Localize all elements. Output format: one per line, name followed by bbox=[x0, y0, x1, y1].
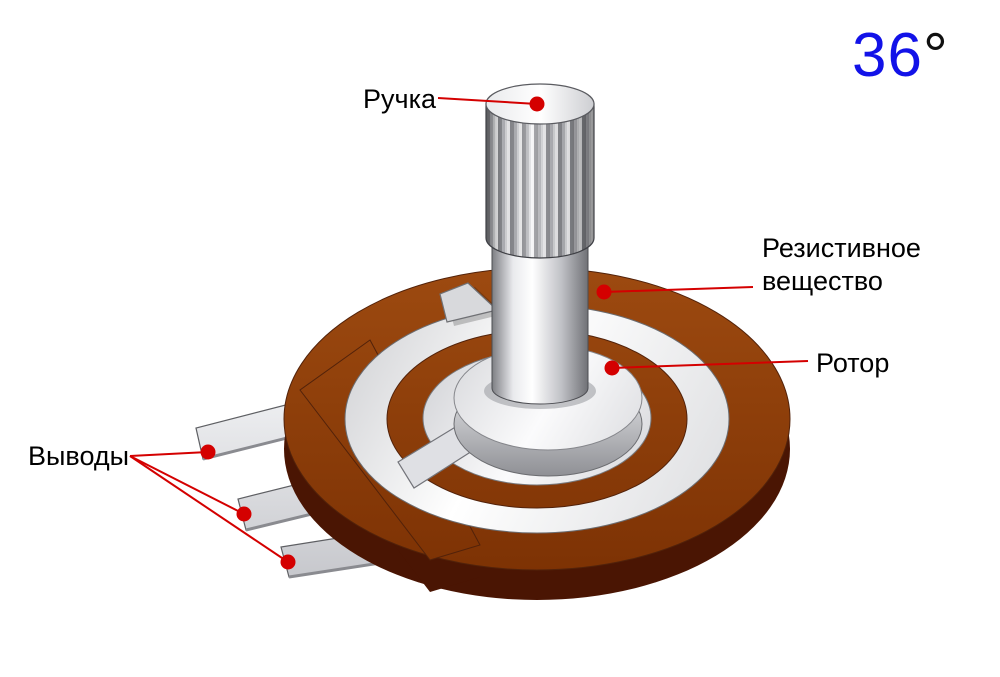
rotor-callout-line bbox=[611, 360, 809, 369]
knob-callout-dot bbox=[529, 96, 545, 112]
resistive-callout-line bbox=[603, 286, 754, 293]
terminals-callout-dot-3 bbox=[280, 554, 296, 570]
resistive-callout-dot bbox=[596, 284, 612, 300]
label-rotor: Ротор bbox=[816, 348, 890, 378]
terminals-callout-line-2 bbox=[129, 455, 245, 515]
terminals-callout-line-1 bbox=[129, 451, 209, 457]
label-knob: Ручка bbox=[363, 84, 436, 114]
label-resistive-substance: Резистивное вещество bbox=[762, 233, 921, 297]
terminals-callout-dot-2 bbox=[236, 506, 252, 522]
knob bbox=[485, 83, 595, 259]
callouts bbox=[129, 96, 809, 570]
terminals-callout-dot-1 bbox=[200, 444, 216, 460]
track-contact-tab bbox=[439, 282, 499, 323]
angle-readout: 36° bbox=[852, 20, 949, 91]
rotor-callout-dot bbox=[604, 360, 620, 376]
label-terminals: Выводы bbox=[28, 441, 130, 471]
knob-callout-line bbox=[437, 97, 538, 105]
terminals-callout-line-3 bbox=[129, 455, 289, 563]
knob-body-shading bbox=[485, 103, 595, 259]
angle-value: 36 bbox=[852, 21, 923, 90]
shaft bbox=[491, 239, 589, 405]
degree-symbol-icon: ° bbox=[922, 21, 949, 90]
